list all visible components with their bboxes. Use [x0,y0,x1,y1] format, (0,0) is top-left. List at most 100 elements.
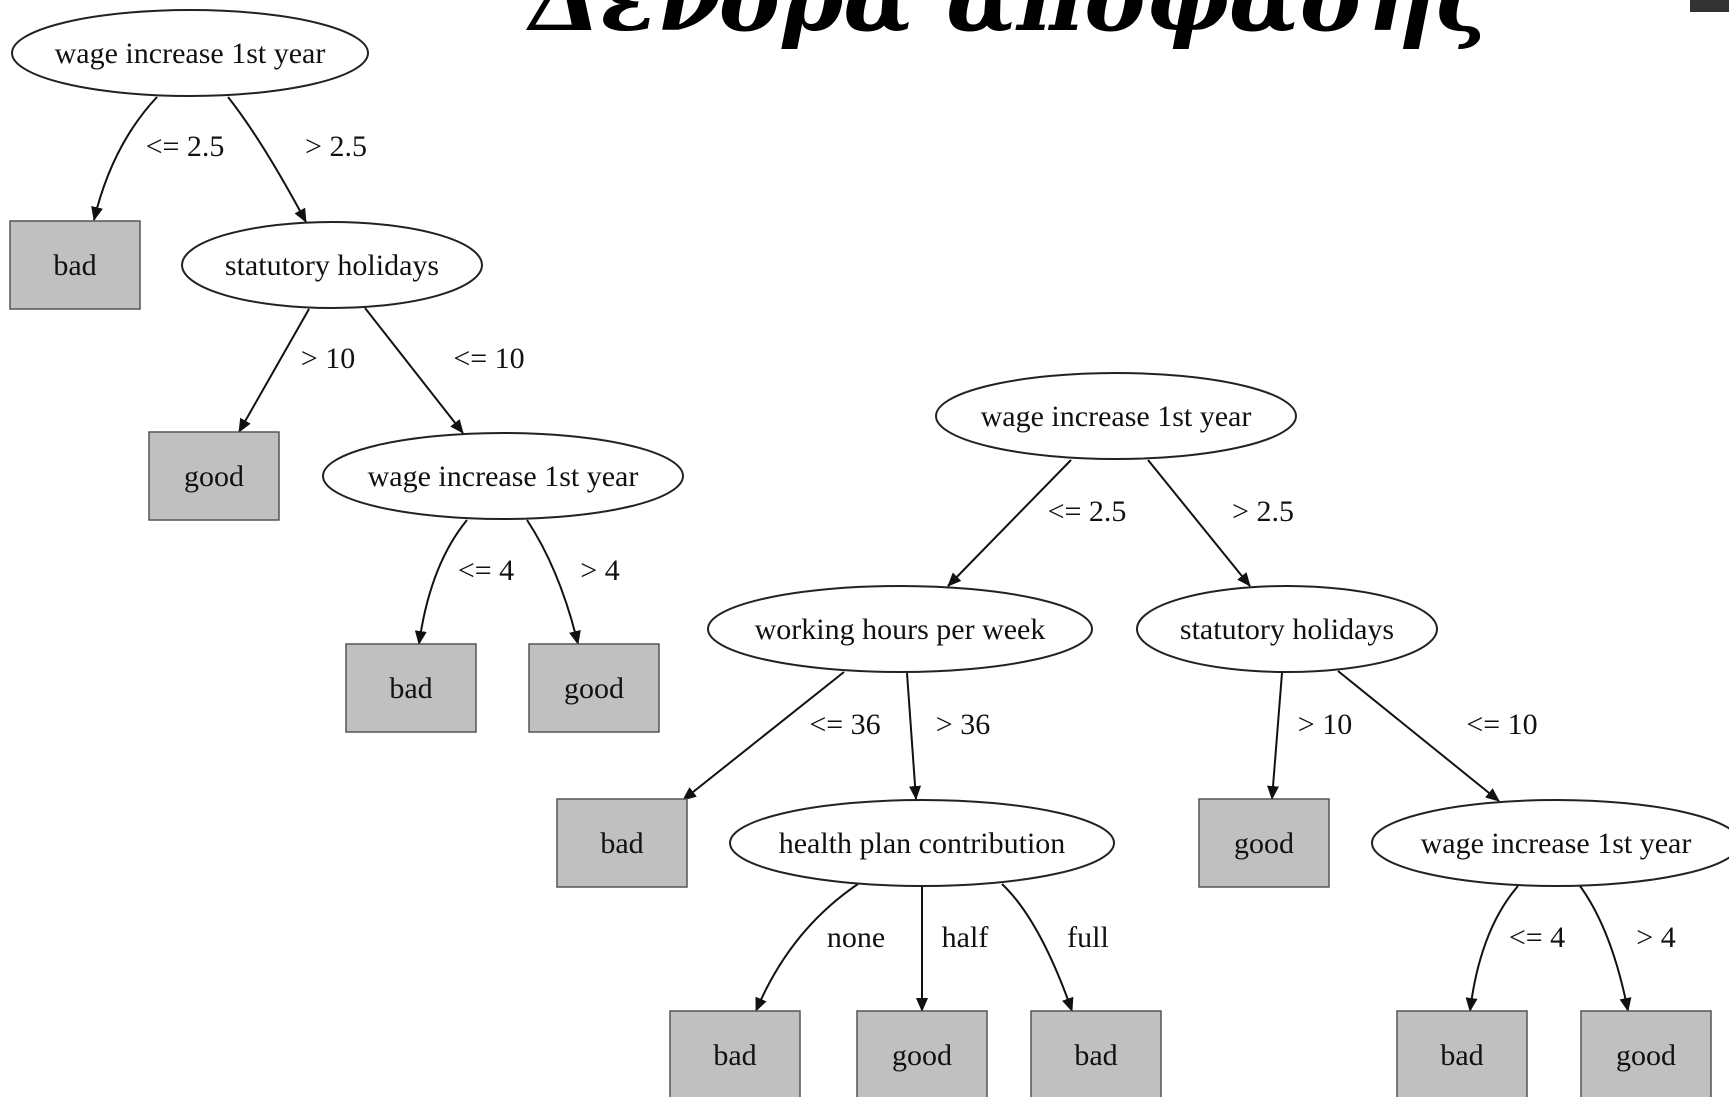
decision-node-r7: wage increase 1st year [1371,799,1729,887]
edge-arrow [91,96,158,221]
leaf-node-r10: bad [1030,1010,1162,1100]
edge-l3-l4: > 10 [238,308,355,433]
slide-title: Δένδρα απόφασης [526,0,1492,52]
edge-r7-r12: > 4 [1579,885,1676,1012]
corner-image-fragment [1690,0,1729,12]
node-label: bad [600,827,643,860]
node-label: bad [53,249,96,282]
edge-arrow [526,519,581,645]
leaf-node-r6: good [1198,798,1330,888]
leaf-box [1030,1010,1162,1100]
decision-ellipse [181,221,483,309]
edge-r5-r10: full [1001,883,1109,1012]
nodes-layer: wage increase 1st year bad statutory holid… [9,9,1729,1100]
decision-node-r3: statutory holidays [1136,585,1438,673]
edge-l5-l7: > 4 [526,519,620,645]
edge-arrow [947,459,1072,587]
edge-label: none [827,921,885,954]
decision-ellipse [1136,585,1438,673]
edge-arrow [1267,672,1283,800]
edge-arrow [1001,883,1074,1012]
edge-label: > 2.5 [1232,495,1294,528]
decision-node-r1: wage increase 1st year [935,372,1297,460]
node-label: statutory holidays [225,249,439,282]
edge-r5-r8: none [755,883,885,1012]
node-label: bad [1440,1039,1483,1072]
leaf-box [1198,798,1330,888]
edge-l1-l2: <= 2.5 [91,96,225,221]
leaf-box [148,431,280,521]
leaf-box [669,1010,801,1100]
node-label: wage increase 1st year [55,37,326,70]
edge-label: > 4 [1636,921,1675,954]
leaf-box [856,1010,988,1100]
edge-r2-r4: <= 36 [682,671,881,801]
node-label: good [184,460,244,493]
leaf-node-r9: good [856,1010,988,1100]
leaf-node-l7: good [528,643,660,733]
decision-node-r5: health plan contribution [729,799,1115,887]
leaf-node-r4: bad [556,798,688,888]
leaf-node-l4: good [148,431,280,521]
node-label: good [1616,1039,1676,1072]
node-label: wage increase 1st year [981,400,1252,433]
edge-arrow [682,671,845,801]
edge-label: <= 2.5 [1048,495,1127,528]
node-label: bad [389,672,432,705]
edge-label: <= 4 [458,554,514,587]
decision-node-l3: statutory holidays [181,221,483,309]
edges-layer: <= 2.5 > 2.5 > 10 <= 10 <= 4 > 4 <= 2.5 > 2.5 <=… [91,96,1676,1012]
edge-r3-r7: <= 10 [1337,670,1538,802]
decision-ellipse [935,372,1297,460]
edge-arrow [1147,459,1251,587]
decision-node-r2: working hours per week [707,585,1093,673]
decision-ellipse [707,585,1093,673]
leaf-node-r8: bad [669,1010,801,1100]
edge-arrow [1465,885,1519,1012]
edge-label: > 4 [580,554,619,587]
leaf-node-r11: bad [1396,1010,1528,1100]
edge-l1-l3: > 2.5 [227,96,367,223]
node-label: good [1234,827,1294,860]
node-label: bad [1074,1039,1117,1072]
leaf-box [556,798,688,888]
node-label: health plan contribution [779,827,1066,860]
edge-r5-r9: half [916,886,989,1012]
edge-l5-l6: <= 4 [414,519,514,645]
edge-r7-r11: <= 4 [1465,885,1565,1012]
edge-label: <= 10 [1466,708,1537,741]
leaf-node-r12: good [1580,1010,1712,1100]
edge-r3-r6: > 10 [1267,672,1352,800]
edge-arrow [1337,670,1500,802]
edge-label: <= 36 [809,708,880,741]
edge-label: > 36 [936,708,990,741]
decision-ellipse [729,799,1115,887]
decision-node-l5: wage increase 1st year [322,432,684,520]
edge-label: <= 2.5 [146,130,225,163]
leaf-node-l6: bad [345,643,477,733]
edge-r1-r3: > 2.5 [1147,459,1294,587]
edge-arrow [364,307,464,434]
edge-label: > 2.5 [305,130,367,163]
decision-ellipse [1371,799,1729,887]
edge-label: full [1067,921,1109,954]
node-label: bad [713,1039,756,1072]
edge-arrow [755,883,859,1012]
decision-ellipse [322,432,684,520]
node-label: statutory holidays [1180,613,1394,646]
node-label: good [564,672,624,705]
edge-arrow [414,519,468,645]
edge-r1-r2: <= 2.5 [947,459,1127,587]
edge-label: half [942,921,989,954]
edge-r2-r5: > 36 [906,672,990,800]
leaf-box [1580,1010,1712,1100]
leaf-box [345,643,477,733]
edge-arrow [906,672,922,800]
leaf-node-l2: bad [9,220,141,310]
node-label: good [892,1039,952,1072]
edge-label: <= 10 [453,342,524,375]
decision-node-l1: wage increase 1st year [11,9,369,97]
leaf-box [9,220,141,310]
